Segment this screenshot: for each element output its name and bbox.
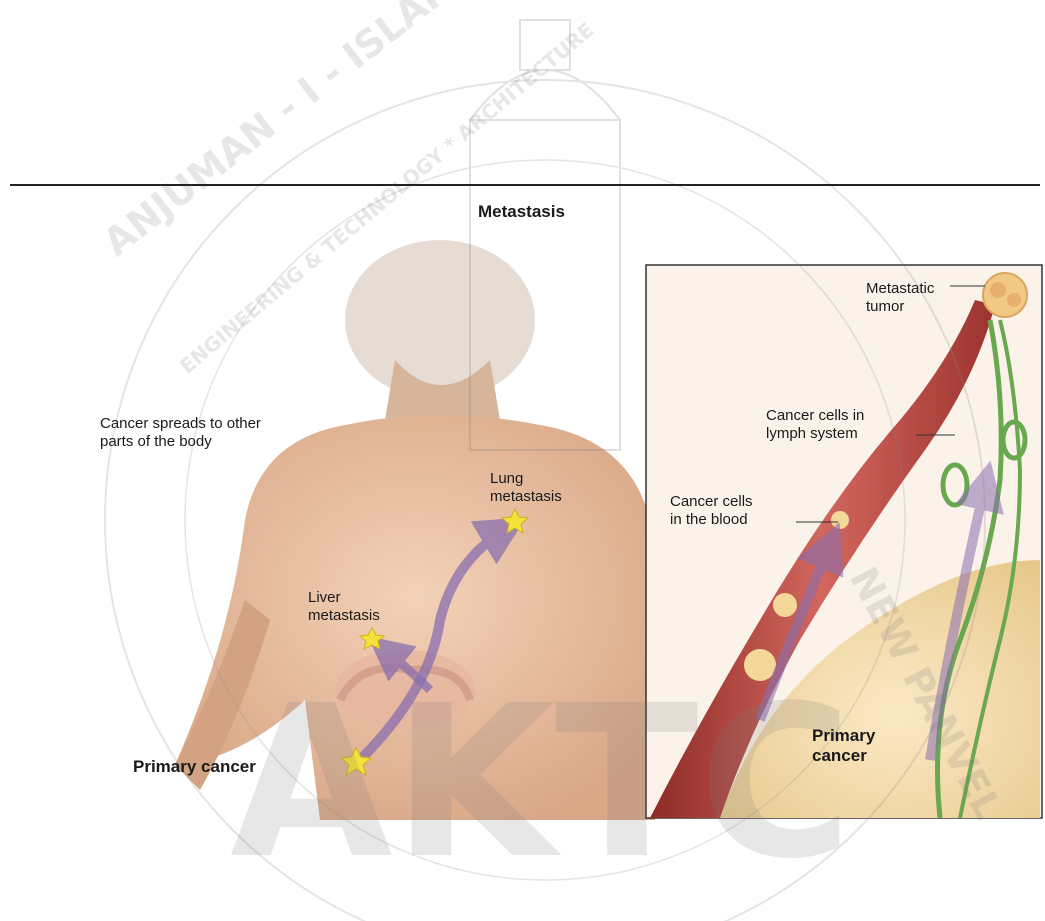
label-blood: Cancer cells in the blood [670, 493, 753, 529]
watermark-monogram: AKTC [230, 660, 853, 905]
label-metastatic-tumor: Metastatic tumor [866, 280, 934, 316]
label-primary-cancer-left: Primary cancer [133, 757, 256, 777]
horizontal-rule [10, 184, 1040, 186]
label-spreads: Cancer spreads to other parts of the bod… [100, 415, 261, 451]
label-liver-metastasis: Liver metastasis [308, 589, 380, 625]
label-primary-cancer-right: Primary cancer [812, 726, 875, 766]
label-lung-metastasis: Lung metastasis [490, 470, 562, 506]
label-lymph-system: Cancer cells in lymph system [766, 407, 864, 443]
figure-title: Metastasis [478, 202, 565, 222]
